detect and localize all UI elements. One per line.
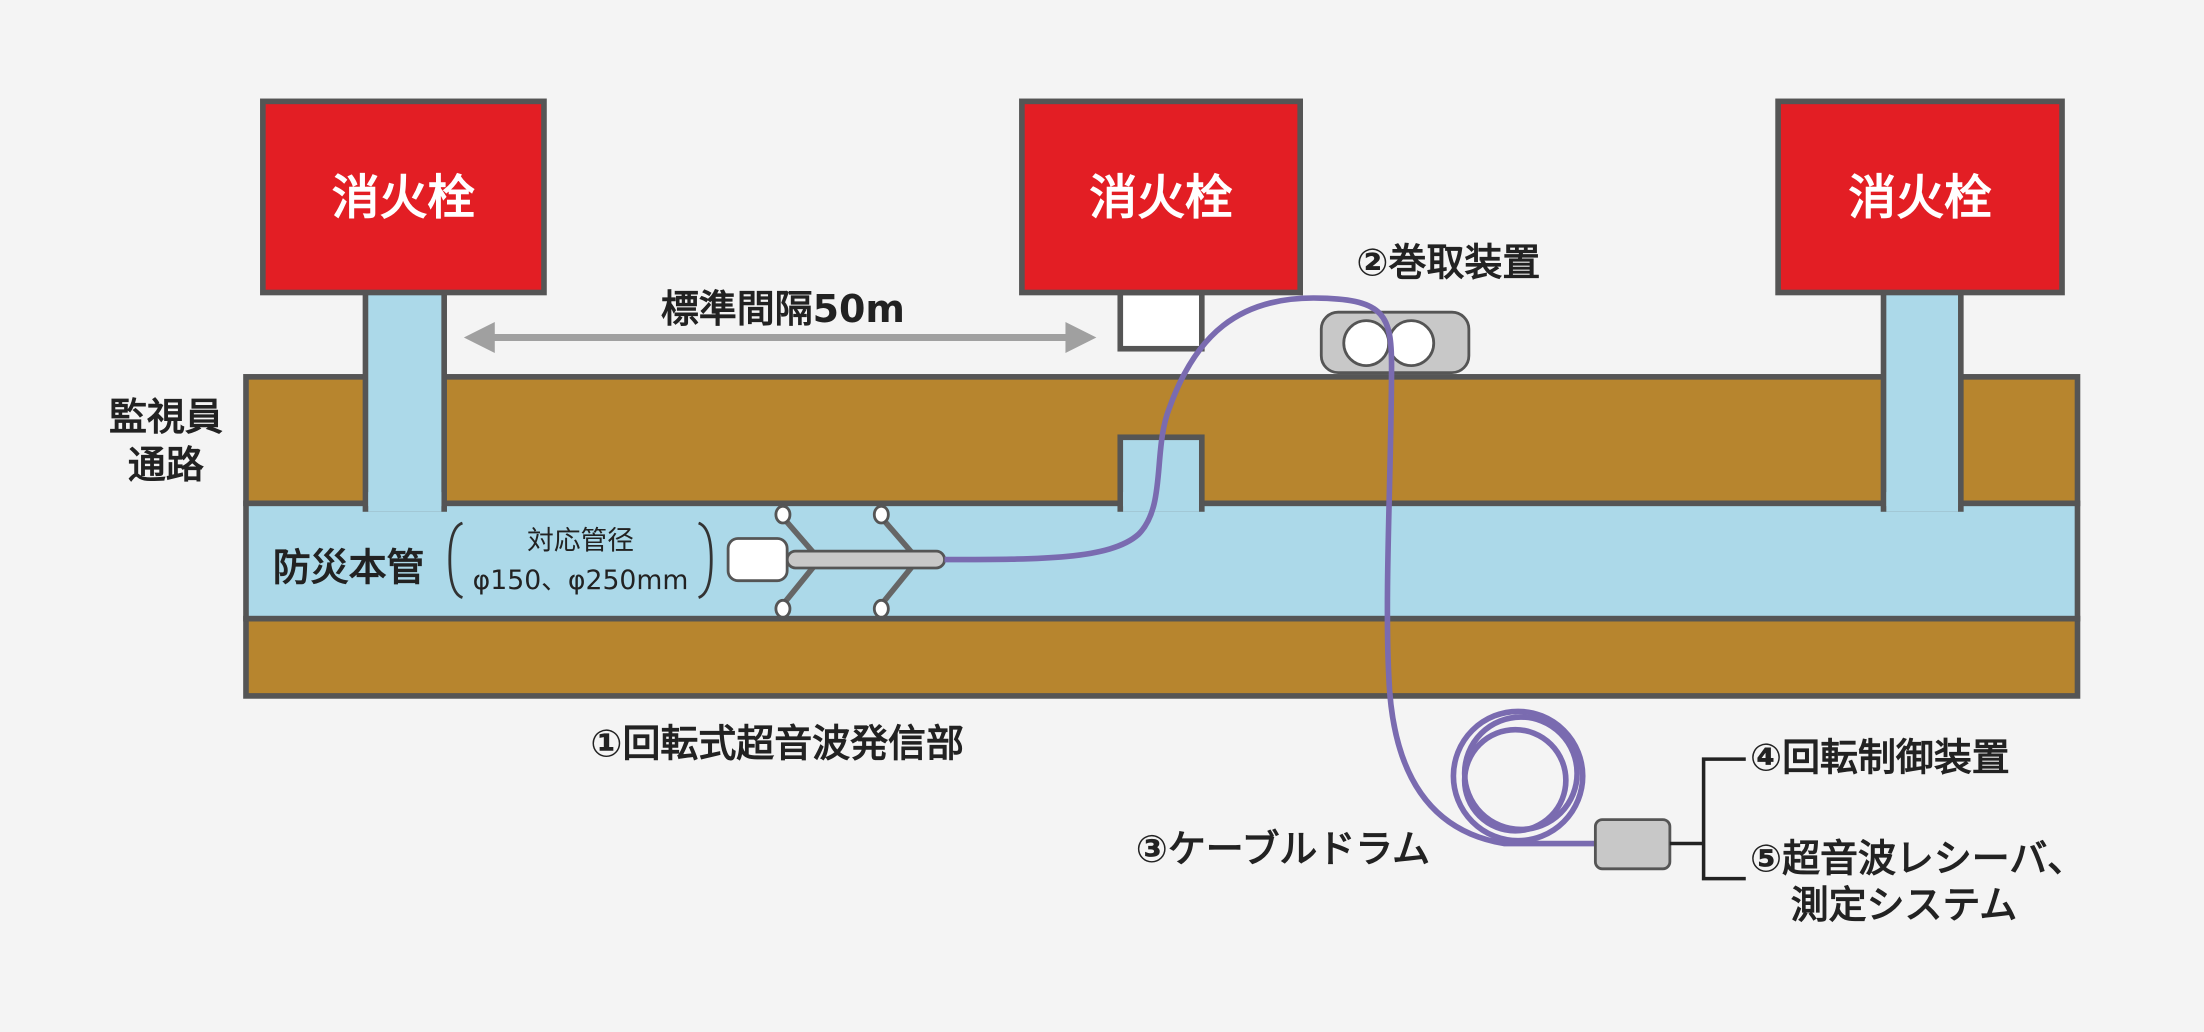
cable-drum-icon [1450, 708, 1586, 844]
hydrant-2-base [1117, 289, 1205, 352]
cable-drum-label: ③ケーブルドラム [1136, 827, 1430, 871]
winder-label: ②巻取装置 [1356, 241, 1540, 285]
main-pipe-label: 防災本管 [273, 546, 425, 590]
cable [944, 295, 1596, 847]
receiver-label-1: ⑤超音波レシーバ、 [1750, 837, 2085, 881]
riser-3 [1880, 278, 1964, 512]
transmitter-device-icon [726, 504, 946, 619]
riser-1 [362, 278, 447, 512]
soil-lower [243, 615, 2081, 699]
hydrant-label: 消火栓 [332, 171, 476, 226]
connector-bracket [1669, 757, 1746, 881]
hydrant-2: 消火栓 [1019, 98, 1304, 296]
pipe-diameter-value: φ150、φ250mm [473, 565, 689, 596]
hydrant-1: 消火栓 [260, 98, 547, 296]
receiver-label-2: 測定システム [1791, 883, 2018, 927]
walkway-label-1: 監視員 [109, 395, 223, 439]
rotation-control-label: ④回転制御装置 [1750, 735, 2010, 779]
hydrant-label: 消火栓 [1089, 171, 1233, 226]
spacing-arrow-icon [463, 322, 1097, 353]
main-pipe [243, 500, 2081, 622]
transmitter-label: ①回転式超音波発信部 [590, 721, 964, 765]
hydrant-label: 消火栓 [1848, 171, 1992, 226]
spacing-label: 標準間隔50m [661, 287, 905, 331]
hydrant-3: 消火栓 [1775, 98, 2065, 296]
pipe-diameter-title: 対応管径 [527, 526, 634, 557]
receiver-box-icon [1593, 818, 1672, 871]
winder-device-icon [1319, 310, 1471, 375]
walkway-label-2: 通路 [128, 443, 204, 487]
